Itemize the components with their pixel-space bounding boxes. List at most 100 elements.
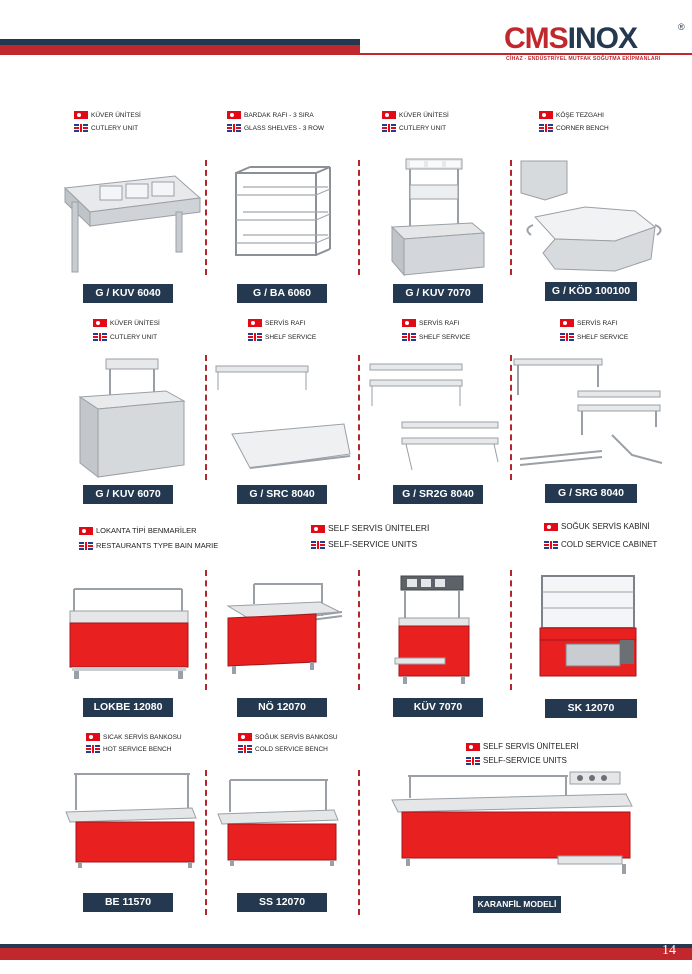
product-code-badge: NÖ 12070 — [237, 698, 327, 717]
product-code-badge: G / SRC 8040 — [237, 485, 327, 504]
column-divider — [358, 160, 360, 275]
uk-flag-icon — [227, 124, 241, 133]
label-en: SHELF SERVICE — [402, 333, 470, 343]
product-code-badge: G / SRG 8040 — [545, 484, 637, 503]
turkish-flag-icon — [86, 733, 100, 742]
product-image-hot-service-bench — [65, 773, 197, 868]
turkish-flag-icon — [402, 319, 416, 328]
label-en: RESTAURANTS TYPE BAIN MARIE — [79, 539, 218, 552]
product-image-cold-service-bench — [217, 779, 339, 866]
column-divider — [205, 160, 207, 275]
registered-mark: ® — [678, 22, 685, 32]
label-en: SELF-SERVICE UNITS — [311, 538, 417, 551]
label-en: HOT SERVICE BENCH — [86, 745, 171, 755]
turkish-flag-icon — [248, 319, 262, 328]
turkish-flag-icon — [382, 111, 396, 120]
column-divider — [358, 770, 360, 915]
product-image-cutlery-unit-7070 — [390, 158, 486, 277]
product-code-badge: G / KÖD 100100 — [545, 282, 637, 301]
uk-flag-icon — [382, 124, 396, 133]
uk-flag-icon — [402, 333, 416, 342]
column-divider — [205, 355, 207, 480]
product-image-glass-shelves — [235, 166, 331, 256]
turkish-flag-icon — [74, 111, 88, 120]
label-tr: SOĞUK SERVİS BANKOSU — [238, 733, 338, 743]
label-tr: SELF SERVİS ÜNİTELERİ — [466, 740, 578, 753]
uk-flag-icon — [86, 745, 100, 754]
product-image-shelf-service-src — [215, 365, 351, 469]
product-image-cutlery-unit-kuv — [394, 575, 470, 684]
turkish-flag-icon — [311, 524, 325, 533]
label-en: COLD SERVICE CABINET — [544, 538, 657, 551]
product-image-karanfil-model — [391, 771, 633, 874]
footer-navy-band — [0, 944, 692, 948]
product-code-badge: G / KUV 6070 — [83, 485, 173, 504]
column-divider — [510, 570, 512, 690]
uk-flag-icon — [93, 333, 107, 342]
uk-flag-icon — [544, 540, 558, 549]
label-en: CORNER BENCH — [539, 124, 609, 134]
footer-red-band — [0, 944, 692, 960]
turkish-flag-icon — [539, 111, 553, 120]
label-tr: KÜVER ÜNİTESİ — [93, 319, 160, 329]
header-rule — [0, 53, 692, 55]
label-en: SHELF SERVICE — [560, 333, 628, 343]
turkish-flag-icon — [227, 111, 241, 120]
product-image-cutlery-unit-6070 — [78, 358, 186, 479]
uk-flag-icon — [539, 124, 553, 133]
label-en: CUTLERY UNIT — [382, 124, 446, 134]
column-divider — [510, 160, 512, 275]
label-tr: SICAK SERVİS BANKOSU — [86, 733, 182, 743]
product-image-cold-service-cabinet — [539, 575, 637, 677]
column-divider — [510, 355, 512, 480]
uk-flag-icon — [560, 333, 574, 342]
column-divider — [205, 770, 207, 915]
product-image-self-service-no — [226, 583, 343, 674]
brand-logo: CMSINOX ® CİHAZ - ENDÜSTRİYEL MUTFAK SOĞ… — [500, 22, 690, 66]
label-en: CUTLERY UNIT — [74, 124, 138, 134]
logo-tagline: CİHAZ - ENDÜSTRİYEL MUTFAK SOĞUTMA EKİPM… — [506, 56, 661, 62]
uk-flag-icon — [466, 756, 480, 765]
product-image-shelf-service-sr2g — [369, 363, 499, 471]
uk-flag-icon — [311, 540, 325, 549]
product-code-badge: LOKBE 12080 — [83, 698, 173, 717]
label-tr: SERVİS RAFI — [560, 319, 617, 329]
product-code-badge: G / KUV 6040 — [83, 284, 173, 303]
column-divider — [205, 570, 207, 690]
uk-flag-icon — [238, 745, 252, 754]
column-divider — [358, 570, 360, 690]
label-tr: KÜVER ÜNİTESİ — [382, 111, 449, 121]
label-tr: BARDAK RAFI - 3 SIRA — [227, 111, 314, 121]
label-en: SELF-SERVICE UNITS — [466, 754, 567, 767]
product-image-shelf-service-srg — [513, 358, 663, 466]
product-code-badge: G / KUV 7070 — [393, 284, 483, 303]
label-tr: KÜVER ÜNİTESİ — [74, 111, 141, 121]
turkish-flag-icon — [560, 319, 574, 328]
product-code-badge: G / SR2G 8040 — [393, 485, 483, 504]
product-image-cutlery-unit-6040 — [63, 175, 202, 273]
product-code-badge: KARANFİL MODELİ — [473, 896, 561, 913]
label-tr: LOKANTA TİPİ BENMARİLER — [79, 524, 197, 537]
turkish-flag-icon — [238, 733, 252, 742]
label-en: COLD SERVICE BENCH — [238, 745, 328, 755]
product-code-badge: G / BA 6060 — [237, 284, 327, 303]
label-tr: SELF SERVİS ÜNİTELERİ — [311, 522, 429, 535]
header-navy-band — [0, 39, 360, 45]
turkish-flag-icon — [93, 319, 107, 328]
uk-flag-icon — [74, 124, 88, 133]
label-tr: KÖŞE TEZGAHI — [539, 111, 604, 121]
product-code-badge: SS 12070 — [237, 893, 327, 912]
page-number: 14 — [662, 943, 676, 958]
column-divider — [358, 355, 360, 480]
turkish-flag-icon — [79, 527, 93, 536]
logo-wordmark: CMSINOX — [504, 22, 638, 55]
uk-flag-icon — [248, 333, 262, 342]
label-en: SHELF SERVICE — [248, 333, 316, 343]
label-en: CUTLERY UNIT — [93, 333, 157, 343]
label-tr: SERVİS RAFI — [248, 319, 305, 329]
turkish-flag-icon — [544, 522, 558, 531]
label-en: GLASS SHELVES - 3 ROW — [227, 124, 324, 134]
product-code-badge: KÜV 7070 — [393, 698, 483, 717]
product-code-badge: SK 12070 — [545, 699, 637, 718]
product-image-corner-bench — [520, 160, 662, 272]
